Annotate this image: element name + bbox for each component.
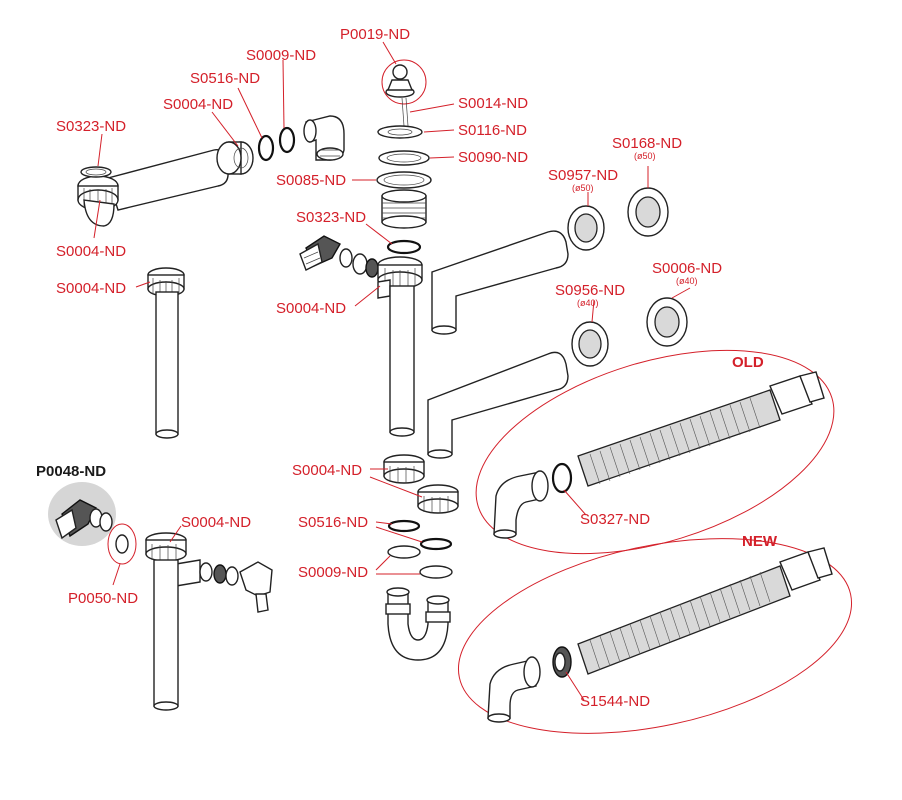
label-old: OLD (732, 354, 764, 371)
label-s0085: S0085-ND (276, 172, 346, 189)
center-waste-stack (376, 59, 432, 255)
left-vertical-pipe (147, 267, 185, 439)
center-vertical-pipe (299, 235, 423, 437)
label-s0957: S0957-ND (548, 167, 618, 184)
label-s0004-left2: S0004-ND (56, 280, 126, 297)
label-s0004-left-mid: S0004-ND (56, 243, 126, 260)
label-s0004-lower-center: S0004-ND (292, 462, 362, 479)
new-hose-group (457, 538, 853, 734)
lower-left-assembly (48, 482, 273, 711)
label-s0090: S0090-ND (458, 149, 528, 166)
label-s0516-lower: S0516-ND (298, 514, 368, 531)
label-s0004-center: S0004-ND (276, 300, 346, 317)
label-p0019: P0019-ND (340, 26, 410, 43)
top-left-assembly (77, 115, 345, 227)
label-s0323-left: S0323-ND (56, 118, 126, 135)
label-s0006-size: (ø40) (676, 276, 698, 286)
label-s0009-top: S0009-ND (246, 47, 316, 64)
label-s0327: S0327-ND (580, 511, 650, 528)
label-p0048: P0048-ND (36, 463, 106, 480)
label-s0956-size: (ø40) (577, 298, 599, 308)
label-s1544: S1544-ND (580, 693, 650, 710)
label-s0004-top: S0004-ND (163, 96, 233, 113)
label-s0116: S0116-ND (458, 122, 527, 139)
label-s0014: S0014-ND (458, 95, 528, 112)
label-new: NEW (742, 533, 778, 550)
part-labels: P0019-ND S0009-ND S0516-ND S0004-ND S032… (36, 26, 778, 710)
label-s0957-size: (ø50) (572, 183, 594, 193)
right-wall-pipes (427, 187, 688, 459)
label-s0006: S0006-ND (652, 260, 722, 277)
label-s0516-top: S0516-ND (190, 70, 260, 87)
bottle-trap-group (383, 454, 459, 661)
label-s0009-lower: S0009-ND (298, 564, 368, 581)
label-s0956: S0956-ND (555, 282, 625, 299)
label-s0323-mid: S0323-ND (296, 209, 366, 226)
label-p0050: P0050-ND (68, 590, 138, 607)
leader-lines (93, 41, 691, 701)
label-s0168: S0168-ND (612, 135, 682, 152)
old-hose-group (475, 349, 835, 555)
label-s0004-lower-left: S0004-ND (181, 514, 251, 531)
label-s0168-size: (ø50) (634, 151, 656, 161)
